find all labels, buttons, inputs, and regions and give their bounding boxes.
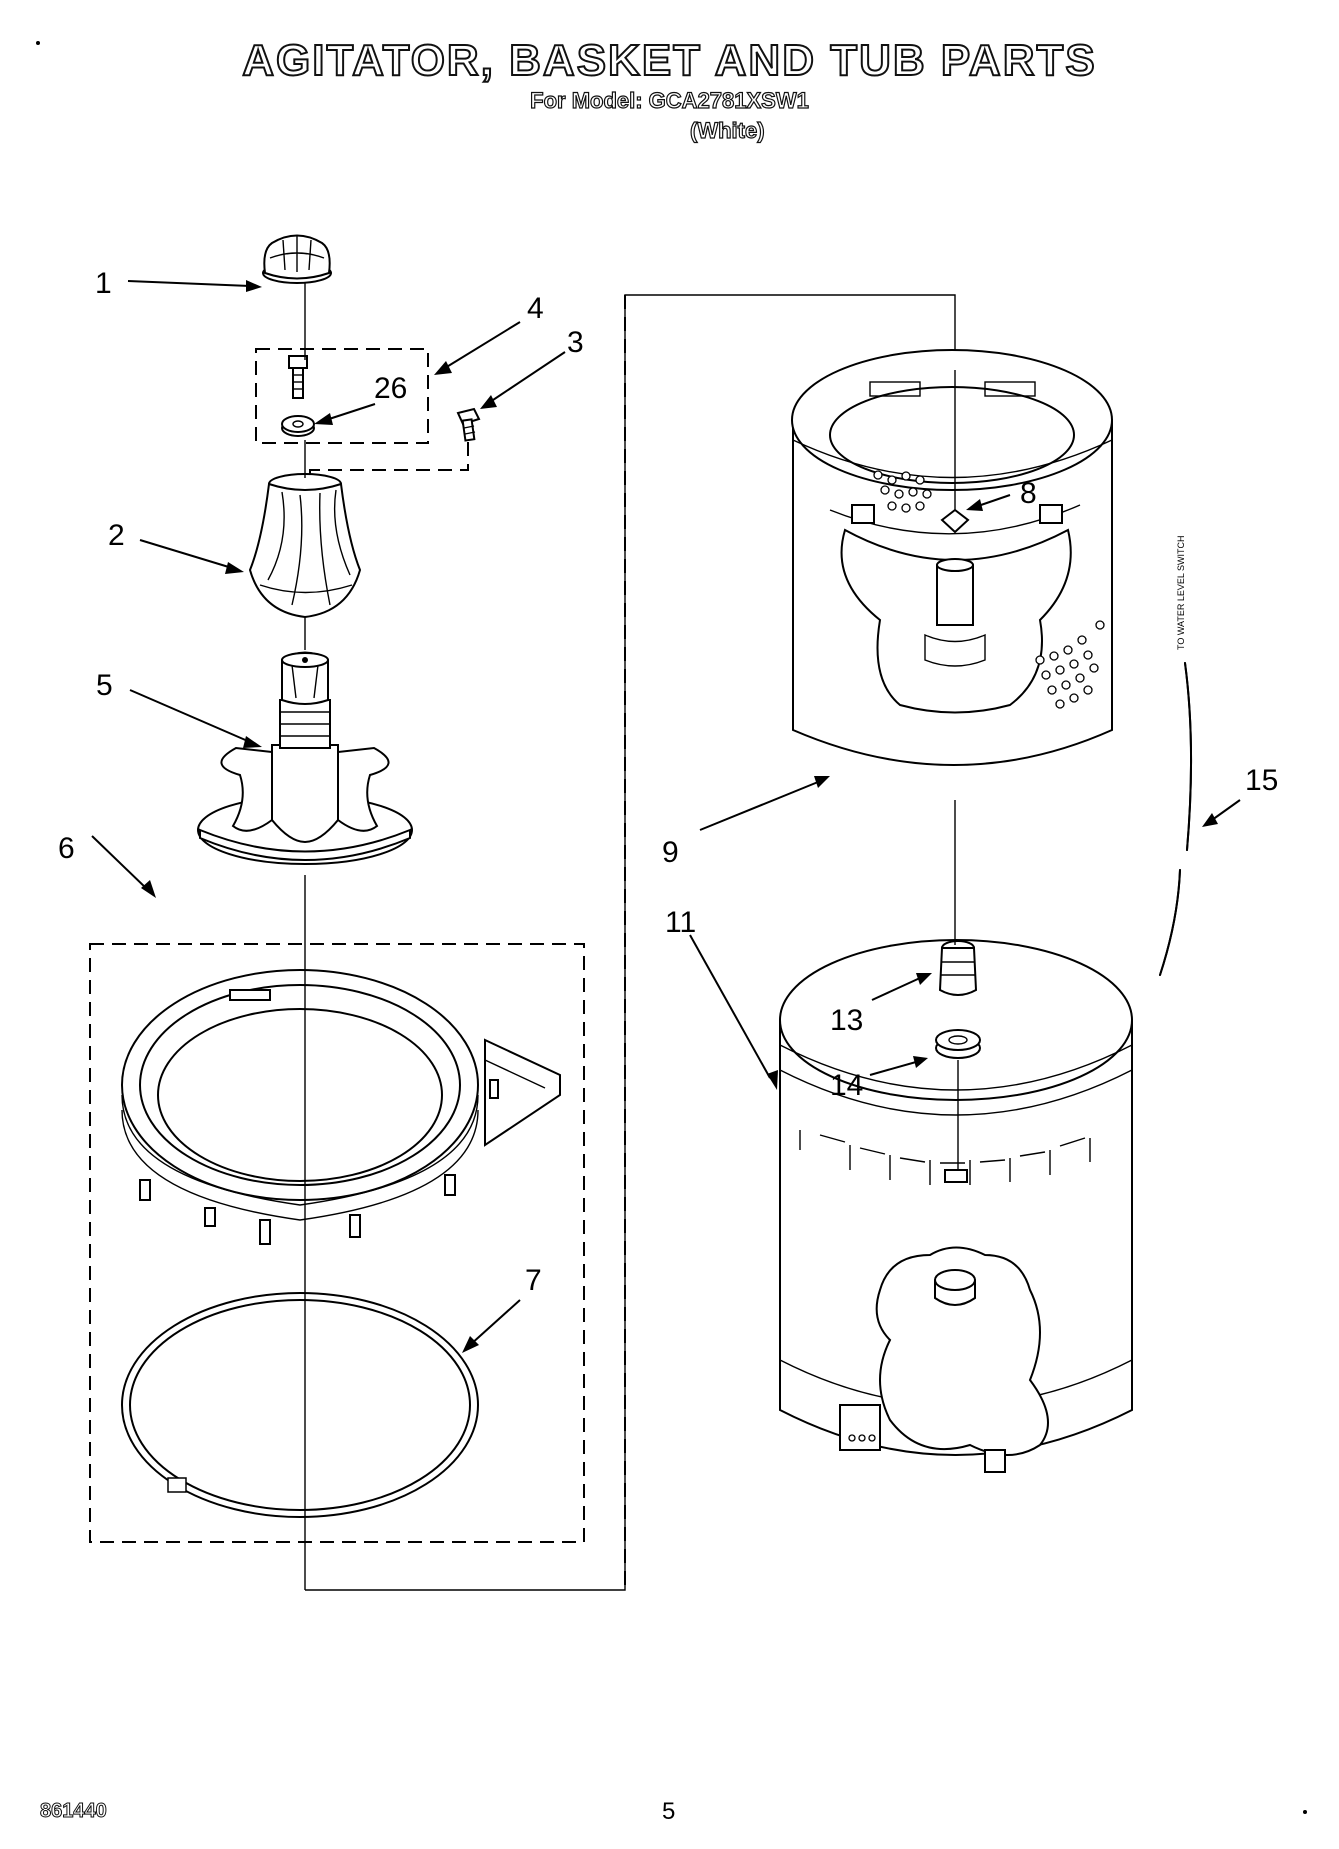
callout-3: 3: [567, 326, 584, 359]
part-4-kit-box: [255, 348, 429, 444]
part-13-hub: [938, 940, 978, 996]
part-7-seal-ring: [121, 1292, 479, 1518]
part-6-kit-box: [89, 943, 585, 1543]
callout-6: 6: [58, 832, 75, 865]
callout-8: 8: [1020, 477, 1037, 510]
page-title: AGITATOR, BASKET AND TUB PARTS: [241, 35, 1097, 86]
part-2-agitator-barrel: [248, 473, 362, 619]
part-14-seal: [935, 1029, 981, 1059]
callout-5: 5: [96, 669, 113, 702]
callout-9: 9: [662, 836, 679, 869]
part-3-screw: [456, 407, 481, 442]
part-11-outer-tub: [779, 939, 1133, 1473]
part-15-hose: [1159, 662, 1193, 976]
doc-number: 861440: [40, 1800, 108, 1823]
callout-15: 15: [1245, 764, 1278, 797]
callout-4: 4: [527, 292, 544, 325]
part-6-tub-ring: [121, 969, 561, 1245]
part-1-agitator-cap: [262, 234, 332, 284]
callout-2: 2: [108, 519, 125, 552]
part-4-bolt: [288, 355, 308, 399]
model-subtitle: For Model: GCA2781XSW1: [530, 87, 810, 113]
page-number: 5: [662, 1798, 676, 1825]
callout-11: 11: [665, 906, 696, 939]
callout-26: 26: [374, 372, 407, 405]
model-color: (White): [689, 117, 765, 143]
callout-14: 14: [830, 1069, 863, 1102]
callout-1: 1: [95, 267, 112, 300]
part-9-basket: [791, 349, 1113, 766]
screw-connection-line: [309, 442, 469, 478]
callout-13: 13: [830, 1004, 863, 1037]
part-5-agitator-base: [197, 651, 413, 865]
part-26-washer: [281, 415, 315, 437]
callout-7: 7: [525, 1264, 542, 1297]
